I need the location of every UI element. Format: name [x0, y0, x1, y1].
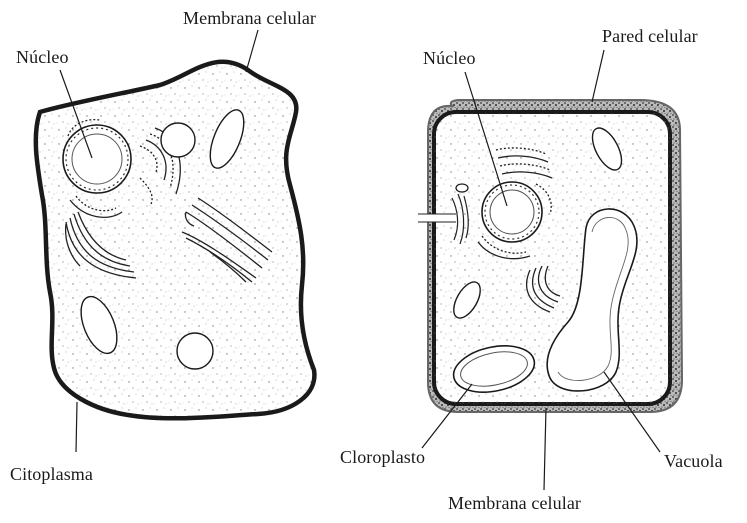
- label-citoplasma: Citoplasma: [10, 464, 93, 484]
- animal-cell: [36, 30, 315, 452]
- plant-plasmodesma: [418, 214, 458, 222]
- label-nucleo-plant: Núcleo: [423, 48, 476, 68]
- label-nucleo-animal: Núcleo: [16, 47, 69, 67]
- animal-nucleus: [63, 125, 131, 193]
- label-vacuola: Vacuola: [664, 451, 723, 471]
- label-cloroplasto: Cloroplasto: [340, 447, 425, 467]
- label-pared-celular: Pared celular: [602, 26, 698, 46]
- plant-nucleus: [482, 182, 542, 242]
- animal-vesicle-bottom: [177, 333, 213, 369]
- plant-vesicle-small: [456, 184, 468, 192]
- animal-vesicle-top: [161, 123, 195, 157]
- label-membrana-celular-animal: Membrana celular: [183, 8, 316, 28]
- plant-cell: [418, 50, 682, 490]
- label-membrana-celular-plant: Membrana celular: [448, 493, 581, 513]
